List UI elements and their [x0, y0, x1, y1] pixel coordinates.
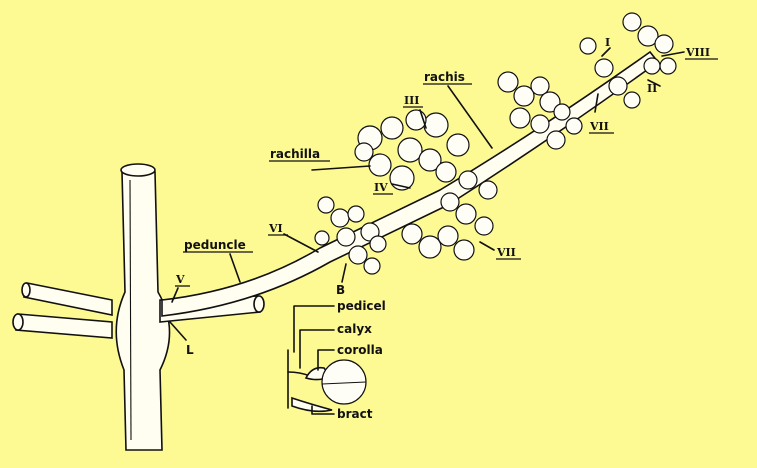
flower-cluster-vii-lower — [401, 170, 498, 261]
single-flower-detail — [287, 349, 367, 413]
left-side-branches — [12, 282, 113, 339]
label-corolla: corolla — [337, 343, 383, 357]
label-roman-iii: III — [404, 94, 419, 107]
label-calyx: calyx — [337, 322, 372, 336]
label-bract: bract — [337, 407, 373, 421]
label-roman-vii-lower: VII — [496, 246, 516, 259]
flower-cluster-rachis — [497, 71, 583, 150]
label-roman-i: I — [605, 36, 610, 49]
label-rachis: rachis — [424, 70, 465, 84]
label-roman-v: V — [175, 273, 185, 286]
label-roman-iv: IV — [374, 181, 388, 194]
label-pedicel: pedicel — [337, 299, 386, 313]
label-roman-vii-upper: VII — [589, 120, 609, 133]
leader-lines — [169, 47, 685, 415]
label-l: L — [186, 343, 194, 357]
labels: rachis rachilla peduncle pedicel calyx c… — [175, 36, 718, 421]
label-roman-vi: VI — [268, 222, 283, 235]
label-rachilla: rachilla — [270, 147, 320, 161]
label-roman-viii: VIII — [685, 46, 710, 59]
flower-cluster-top — [579, 12, 677, 109]
label-peduncle: peduncle — [184, 238, 246, 252]
flower-cluster-vi — [314, 196, 387, 275]
label-roman-ii: II — [647, 82, 657, 95]
label-b: B — [336, 283, 345, 297]
flower-cluster-iii — [354, 109, 470, 191]
